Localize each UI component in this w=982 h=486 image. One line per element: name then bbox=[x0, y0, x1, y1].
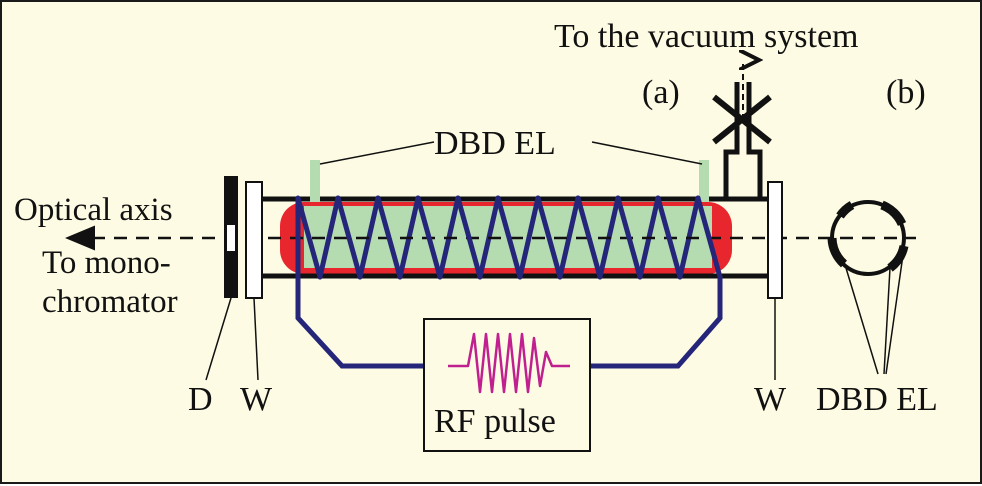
coil-lead-right bbox=[590, 277, 723, 369]
to-monochromator-label-2: chromator bbox=[42, 284, 178, 320]
dbd-electrode-right bbox=[699, 160, 709, 202]
rf-generator-box bbox=[423, 318, 591, 452]
rf-pulse-label: RF pulse bbox=[434, 403, 556, 440]
dbd-el-leader-left bbox=[319, 141, 435, 165]
optical-axis-label: Optical axis bbox=[14, 192, 173, 228]
vacuum-system-label: To the vacuum system bbox=[554, 18, 859, 55]
cross-section-b bbox=[827, 200, 909, 276]
coil-lead-left bbox=[295, 198, 424, 369]
dbd-el-b-leader-left bbox=[845, 267, 879, 375]
dbd-el-b-leader-right bbox=[883, 267, 891, 375]
dbd-el-b-leader-far bbox=[885, 247, 905, 375]
coil-front-segments bbox=[295, 195, 723, 280]
panel-a-label: (a) bbox=[642, 74, 680, 111]
window-left bbox=[245, 181, 263, 299]
panel-b-label: (b) bbox=[886, 74, 926, 111]
rf-wave-icon bbox=[448, 332, 570, 394]
diaphragm-label: D bbox=[188, 381, 213, 418]
dbd-el-b-label: DBD EL bbox=[816, 381, 938, 418]
d-leader bbox=[205, 297, 232, 381]
diaphragm bbox=[224, 176, 238, 298]
window-right-label: W bbox=[754, 381, 787, 418]
window-right bbox=[767, 181, 783, 299]
window-left-label: W bbox=[240, 381, 273, 418]
dbd-el-top-label: DBD EL bbox=[434, 125, 556, 162]
w-left-leader bbox=[253, 297, 259, 381]
to-monochromator-label-1: To mono- bbox=[42, 245, 171, 281]
dbd-electrode-left bbox=[310, 160, 320, 202]
dbd-el-leader-right bbox=[591, 141, 703, 165]
